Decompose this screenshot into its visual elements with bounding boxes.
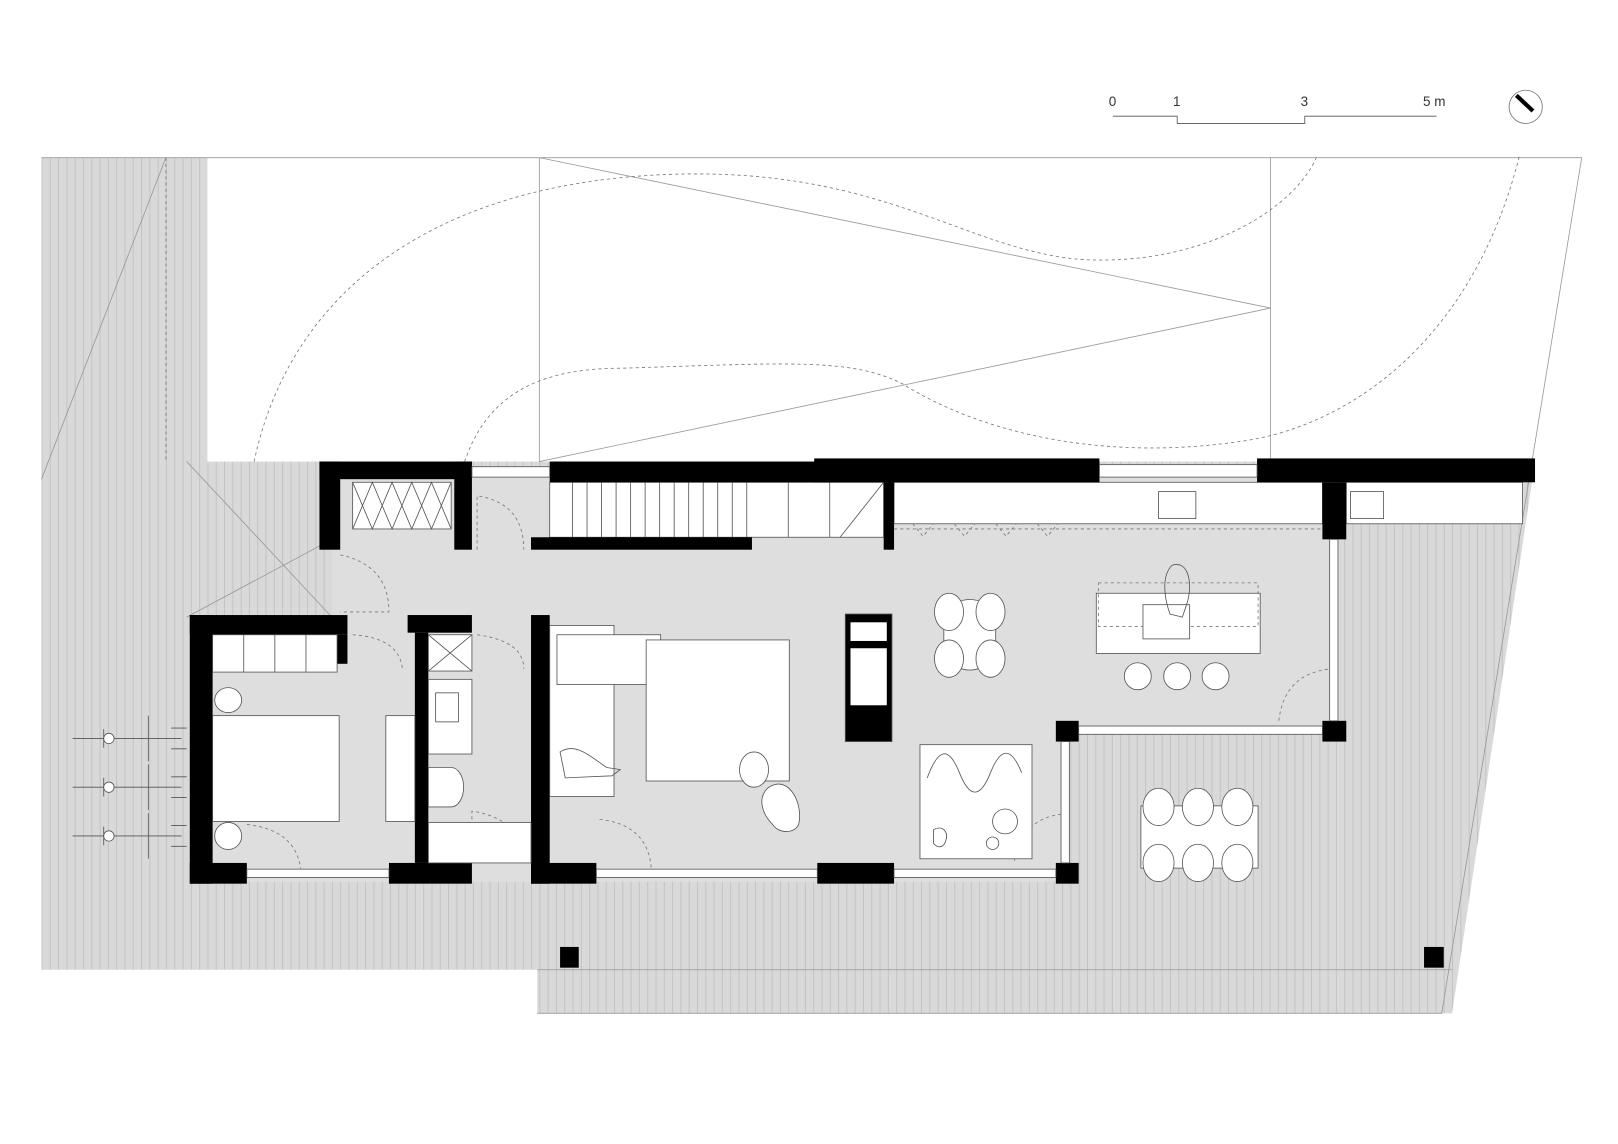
- staircase: [549, 481, 885, 538]
- walls: [189, 458, 1536, 968]
- garden: [41, 155, 1583, 1014]
- play-rug: [919, 744, 1033, 860]
- north-arrow-icon: [1508, 89, 1543, 124]
- scale-label-3: 3: [1301, 94, 1309, 109]
- dining-table-round: [934, 592, 1006, 678]
- living-room-furniture: [549, 613, 893, 832]
- scale-label-5m: 5 m: [1423, 94, 1445, 109]
- terrace-dining-table: [1140, 787, 1259, 883]
- scale-label-1: 1: [1173, 94, 1181, 109]
- kitchen-island: [1095, 564, 1261, 691]
- storage-cabinets: [352, 481, 452, 531]
- scale-bar: 0 1 3 5 m: [1109, 94, 1445, 124]
- windows: [246, 464, 1339, 878]
- scale-label-0: 0: [1109, 94, 1117, 109]
- bathroom-fixtures: [427, 634, 532, 864]
- bicycles: [72, 715, 187, 859]
- bedroom-furniture: [212, 634, 416, 850]
